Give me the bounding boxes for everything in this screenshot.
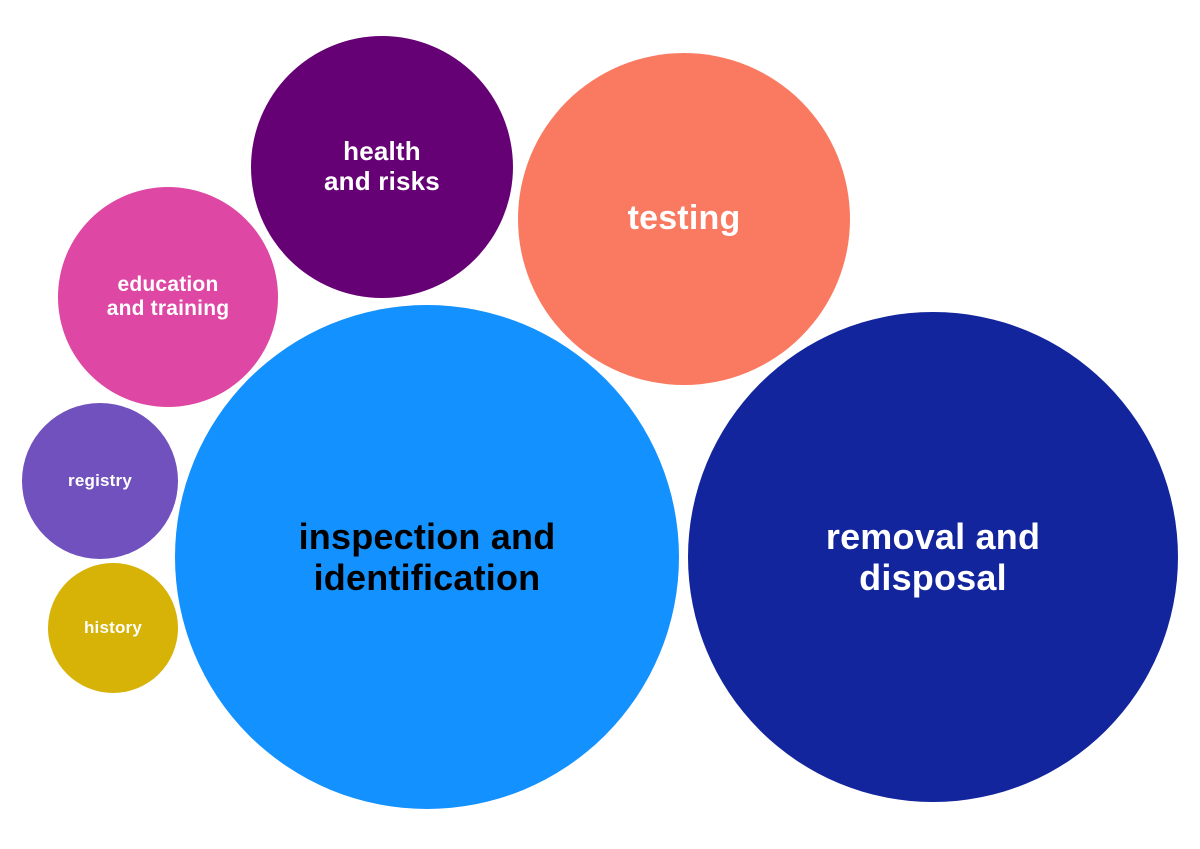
bubble-label: education and training xyxy=(106,272,230,320)
bubble-inspection-and-identification: inspection and identification xyxy=(175,305,679,809)
bubble-history: history xyxy=(48,563,178,693)
bubble-label: health and risks xyxy=(324,136,440,196)
bubble-removal-and-disposal: removal and disposal xyxy=(688,312,1178,802)
bubble-label: registry xyxy=(68,471,132,491)
bubble-label: history xyxy=(83,618,143,638)
bubble-registry: registry xyxy=(22,403,178,559)
bubble-testing: testing xyxy=(518,53,850,385)
bubble-education-and-training: education and training xyxy=(58,187,278,407)
bubble-label: removal and disposal xyxy=(825,515,1041,598)
bubble-label: inspection and identification xyxy=(298,515,556,598)
bubble-health-and-risks: health and risks xyxy=(251,36,513,298)
bubble-label: testing xyxy=(627,199,741,238)
